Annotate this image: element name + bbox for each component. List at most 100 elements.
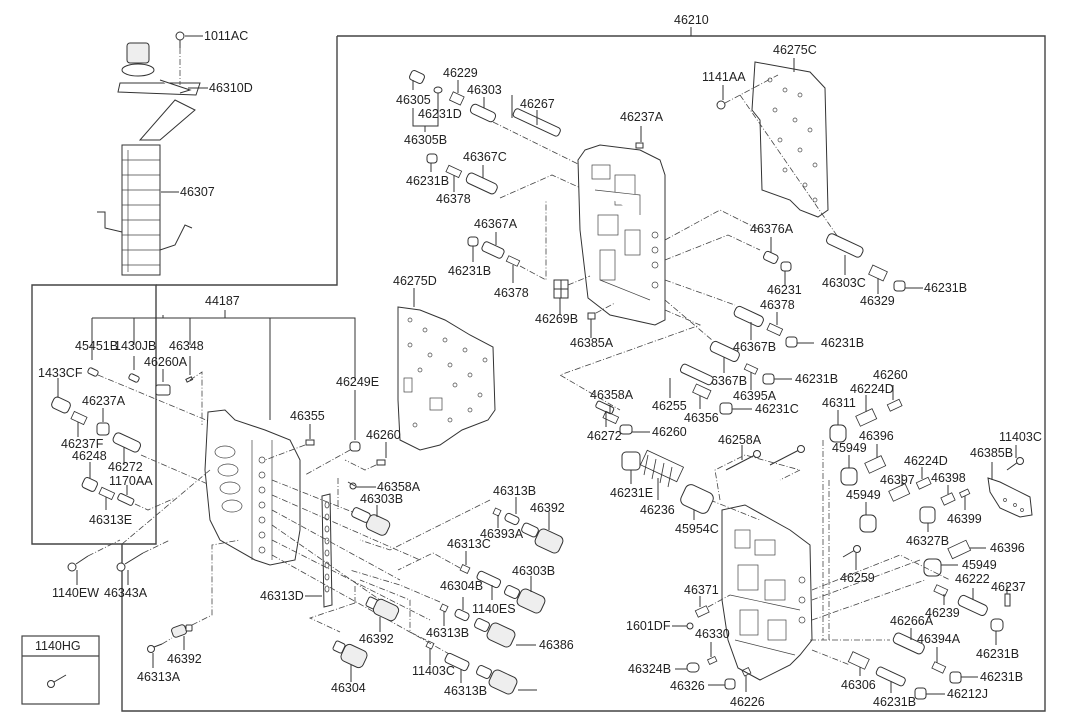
piston-45954c[interactable]: [679, 483, 715, 516]
valve-46367b-b[interactable]: [709, 340, 741, 363]
spring-46393a[interactable]: [459, 564, 471, 574]
plug-46327b[interactable]: [919, 506, 936, 524]
spring-46396-a[interactable]: [864, 455, 887, 474]
piston-45949-d[interactable]: [923, 558, 942, 577]
valve-46303c[interactable]: [825, 232, 864, 258]
plug-46231e[interactable]: [621, 451, 641, 471]
gasket-46343a[interactable]: [321, 493, 333, 608]
spring-46396-b[interactable]: [947, 539, 972, 560]
solenoid-46313b-b[interactable]: [474, 617, 517, 649]
solenoid-46313e[interactable]: [351, 507, 392, 537]
spring-46224d-b[interactable]: [915, 476, 932, 490]
spring-46356[interactable]: [692, 383, 712, 400]
bolt-1141aa[interactable]: [716, 100, 726, 110]
spring-46358a-left[interactable]: [98, 486, 116, 501]
spring-46229[interactable]: [448, 91, 465, 106]
spring-46378-a[interactable]: [445, 164, 463, 179]
lower-valve-body[interactable]: [721, 504, 813, 681]
valve-46367a[interactable]: [481, 241, 505, 259]
plug-46237a-left[interactable]: [305, 439, 315, 446]
bolt-11403c-left[interactable]: [147, 643, 163, 653]
bolt-11403c-right[interactable]: [1006, 457, 1024, 471]
retainer-46231d[interactable]: [433, 86, 443, 94]
plug-46237f[interactable]: [376, 459, 386, 466]
plug-46231b-c[interactable]: [893, 280, 906, 292]
spring-46371[interactable]: [933, 584, 949, 597]
valve-46304[interactable]: [444, 652, 470, 672]
piston-45949-a[interactable]: [829, 424, 847, 443]
spring-46394a[interactable]: [931, 661, 947, 674]
piston-45949-c[interactable]: [859, 514, 877, 533]
plug-46260-left[interactable]: [81, 476, 98, 493]
spring-46236[interactable]: [639, 449, 685, 488]
ball-1601df[interactable]: [686, 622, 694, 630]
plug-1433cf[interactable]: [349, 441, 361, 452]
plug-46231b-g[interactable]: [949, 671, 962, 684]
separator-plate-46275c[interactable]: [751, 61, 829, 218]
bolt-1170aa[interactable]: [347, 481, 357, 490]
plug-46249e[interactable]: [96, 422, 110, 436]
wiring-harness-46307[interactable]: [97, 42, 201, 276]
solenoid-46313b-c[interactable]: [476, 664, 519, 696]
valve-46272-mid[interactable]: [595, 400, 615, 415]
spring-46306[interactable]: [741, 667, 752, 677]
plug-46231c[interactable]: [719, 402, 733, 415]
plug-46231b-f[interactable]: [990, 618, 1004, 632]
bolt-46259[interactable]: [842, 545, 861, 558]
valve-46304b[interactable]: [476, 570, 502, 589]
spring-46398[interactable]: [940, 492, 956, 506]
solenoid-46313d[interactable]: [365, 596, 400, 622]
spring-46311[interactable]: [855, 408, 878, 427]
spring-46330[interactable]: [694, 605, 710, 618]
pin-1430jb[interactable]: [185, 376, 194, 383]
piston-45949-b[interactable]: [840, 467, 858, 486]
bolt-46258a-b[interactable]: [769, 445, 805, 466]
plug-46324b[interactable]: [686, 662, 700, 673]
spring-46392-b[interactable]: [439, 603, 449, 613]
plug-46260a[interactable]: [50, 396, 71, 414]
solenoid-46313a[interactable]: [332, 640, 368, 669]
valve-46303[interactable]: [469, 103, 497, 123]
valve-body-46212j[interactable]: [204, 409, 301, 566]
plug-45451b[interactable]: [128, 373, 140, 383]
plug-46231b-e[interactable]: [762, 373, 775, 385]
separator-plate-46275d[interactable]: [397, 306, 496, 451]
spring-46392-a[interactable]: [492, 507, 502, 517]
plug-46326[interactable]: [724, 678, 736, 690]
spring-46224d-a[interactable]: [886, 398, 903, 412]
valve-46272-left[interactable]: [117, 493, 135, 506]
spring-46355[interactable]: [70, 410, 88, 426]
bolt-1140es[interactable]: [67, 555, 89, 572]
plug-46231b-d[interactable]: [785, 336, 798, 348]
spring-46378-c[interactable]: [766, 322, 784, 337]
filter-46269b[interactable]: [553, 279, 569, 299]
plug-46231[interactable]: [780, 261, 792, 272]
valve-46255[interactable]: [679, 363, 714, 386]
spring-46329[interactable]: [868, 264, 888, 282]
spring-46397[interactable]: [888, 483, 911, 502]
plug-46231b-a[interactable]: [426, 153, 438, 164]
solenoid-46313b-a[interactable]: [521, 522, 565, 555]
solenoid-46313c[interactable]: [504, 584, 547, 615]
plug-46305[interactable]: [409, 69, 426, 85]
spring-46239[interactable]: [706, 655, 718, 665]
spring-46381[interactable]: [847, 651, 870, 670]
bolt-1140ew[interactable]: [116, 552, 144, 572]
spring-46392-c[interactable]: [425, 640, 435, 650]
bracket-46385b[interactable]: [987, 477, 1033, 518]
plug-46385a[interactable]: [587, 312, 596, 320]
spring-46378-b[interactable]: [505, 255, 521, 267]
valve-46303b-b[interactable]: [454, 608, 470, 622]
valve-46303b-a[interactable]: [504, 512, 520, 526]
valve-46248[interactable]: [112, 432, 142, 454]
clip-46348[interactable]: [155, 384, 171, 396]
valve-46226[interactable]: [875, 666, 906, 687]
plug-46231b-h[interactable]: [914, 687, 927, 700]
bolt-1011ac[interactable]: [175, 31, 185, 48]
valve-46367b-a[interactable]: [733, 305, 765, 328]
plug-46231b-b[interactable]: [467, 236, 479, 247]
plug-46237[interactable]: [1004, 593, 1011, 607]
bolt-46258a[interactable]: [725, 450, 761, 471]
sensor-46386[interactable]: [171, 624, 193, 638]
valve-46367c[interactable]: [465, 172, 499, 195]
